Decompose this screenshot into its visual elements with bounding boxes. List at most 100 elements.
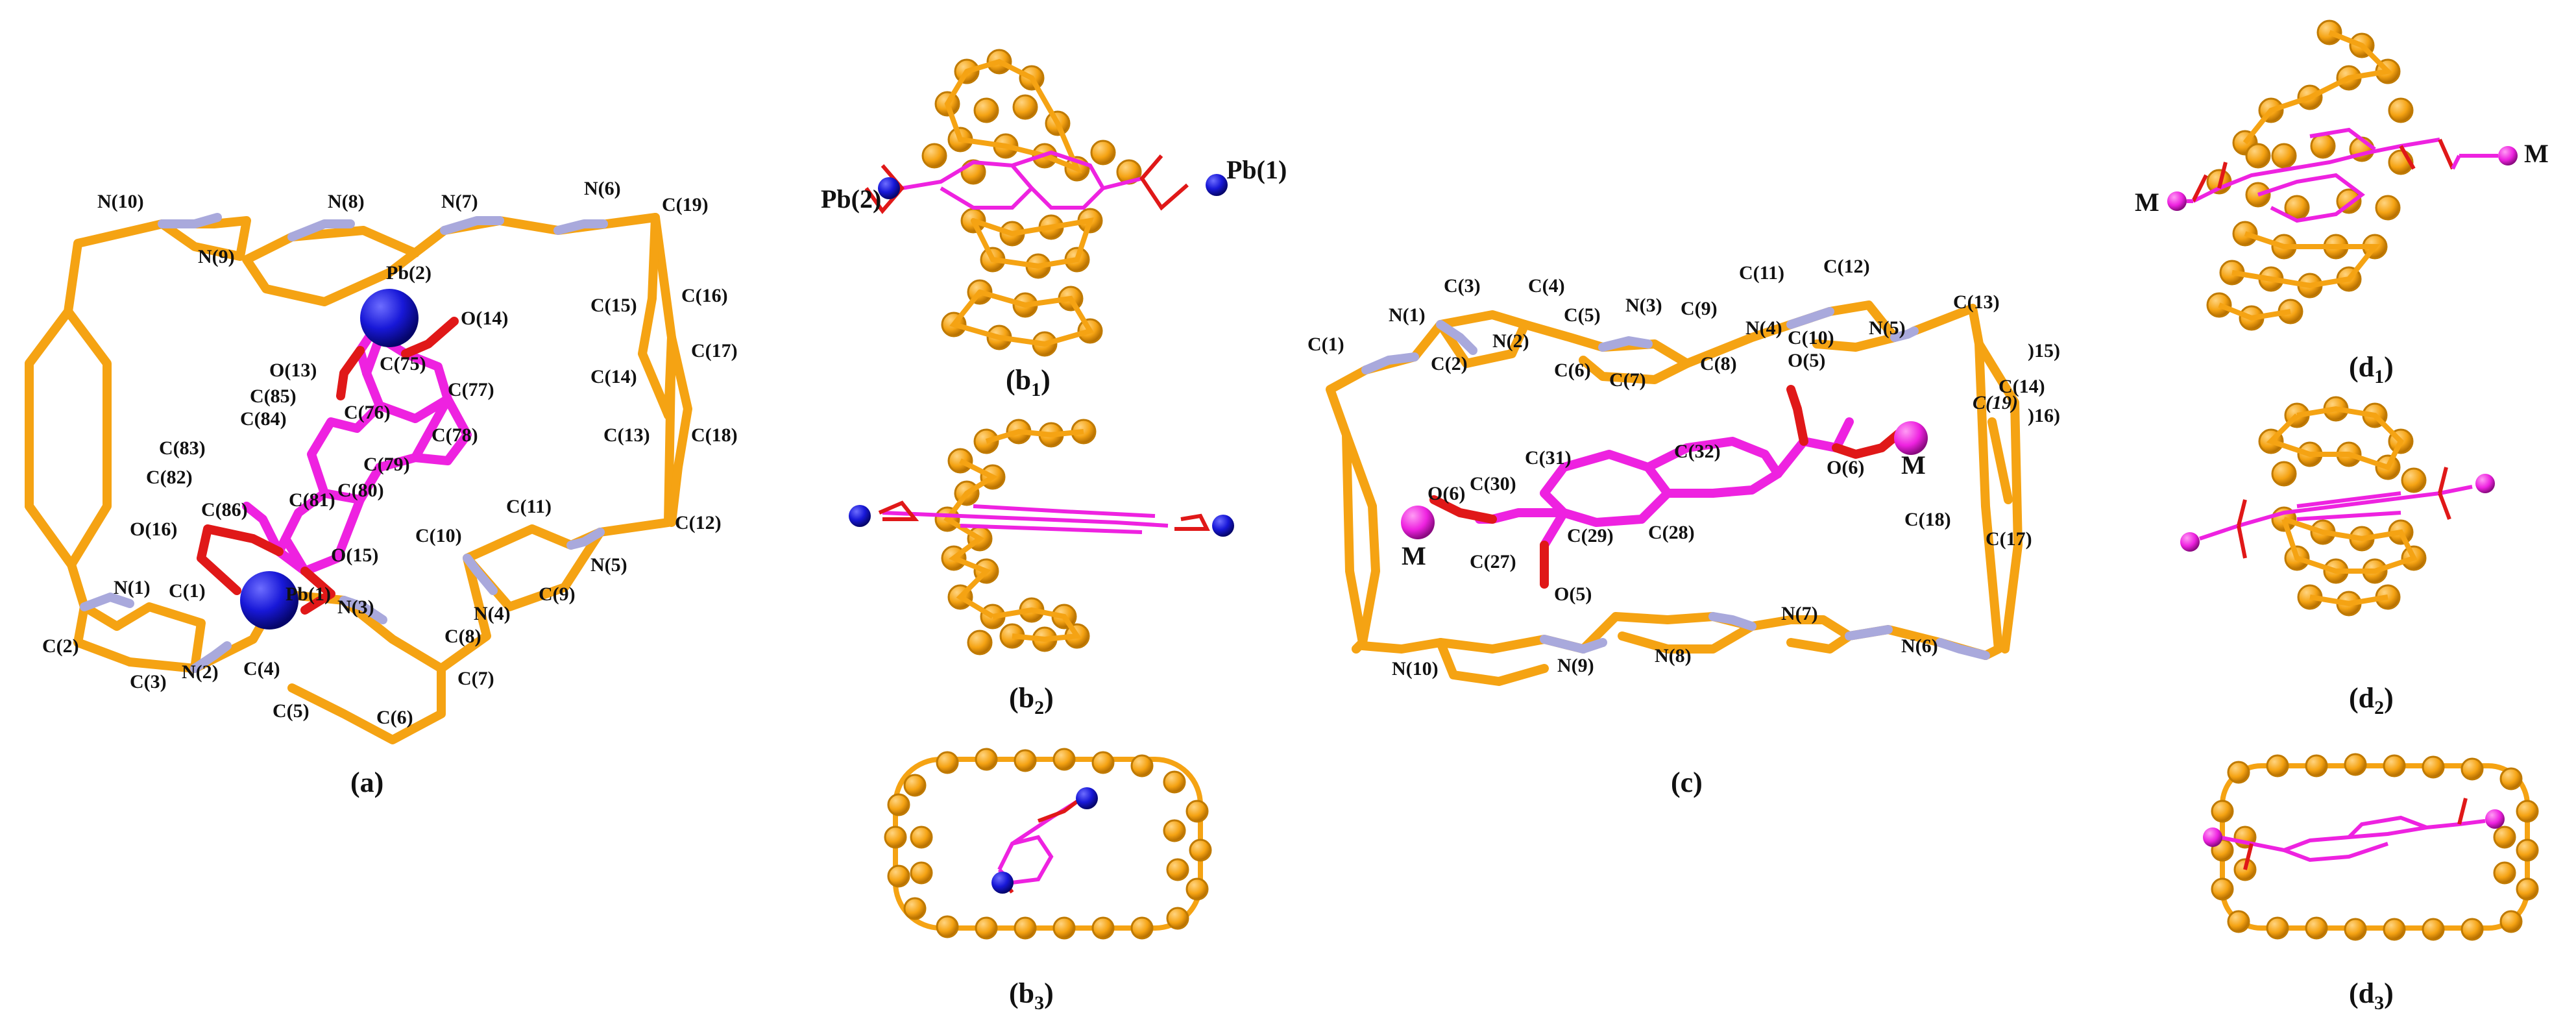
panel-a-nitrogen-atoms bbox=[80, 213, 608, 673]
label-a-c76: C(76) bbox=[344, 402, 391, 423]
label-a-c77: C(77) bbox=[448, 379, 494, 400]
label-a-c82: C(82) bbox=[146, 467, 193, 488]
panel-d2-structure bbox=[2180, 396, 2495, 617]
label-c-n2: N(2) bbox=[1492, 330, 1529, 352]
panel-b1-structure: Pb(2) Pb(1) bbox=[821, 49, 1287, 357]
label-a-c84: C(84) bbox=[240, 408, 287, 430]
pb2-atom bbox=[360, 289, 419, 347]
c-m-right bbox=[1894, 421, 1928, 455]
panel-label-d3: (d3) bbox=[2349, 977, 2394, 1014]
label-a-c13: C(13) bbox=[603, 424, 650, 446]
label-a-c12: C(12) bbox=[675, 512, 722, 533]
label-c-c9: C(9) bbox=[1681, 298, 1718, 319]
label-a-n2: N(2) bbox=[182, 661, 219, 683]
panel-a-macrocycle-carbon bbox=[25, 213, 692, 744]
label-a-c16: C(16) bbox=[681, 285, 728, 306]
panel-c-structure bbox=[1326, 300, 2023, 686]
label-c-c29: C(29) bbox=[1567, 525, 1614, 546]
label-a-c2: C(2) bbox=[42, 635, 79, 657]
label-a-c9: C(9) bbox=[539, 583, 576, 605]
label-c-c11: C(11) bbox=[1739, 262, 1784, 284]
label-a-c1: C(1) bbox=[169, 580, 206, 602]
label-a-c5: C(5) bbox=[273, 700, 310, 722]
label-a-n6: N(6) bbox=[584, 178, 621, 199]
label-c-c30: C(30) bbox=[1470, 473, 1516, 495]
label-a-c3: C(3) bbox=[130, 671, 167, 692]
label-a-c83: C(83) bbox=[159, 437, 206, 459]
label-a-c8: C(8) bbox=[444, 626, 481, 647]
label-a-n10: N(10) bbox=[97, 191, 144, 212]
label-c-c16: )16) bbox=[2028, 405, 2060, 426]
b1-pb1-atom bbox=[1206, 174, 1228, 196]
label-a-c7: C(7) bbox=[457, 668, 494, 689]
c-m-left bbox=[1401, 506, 1435, 539]
label-c-n6: N(6) bbox=[1901, 635, 1938, 657]
label-c-n1: N(1) bbox=[1389, 304, 1426, 326]
label-c-c7: C(7) bbox=[1609, 369, 1646, 391]
panel-b1-ligand bbox=[901, 150, 1143, 210]
panel-a-structure bbox=[25, 213, 692, 744]
b1-pb2-atom bbox=[878, 177, 900, 199]
panel-label-c: (c) bbox=[1671, 766, 1703, 798]
d1-m-left-label: M bbox=[2135, 188, 2159, 217]
pb1-atom bbox=[240, 571, 298, 630]
label-a-c19: C(19) bbox=[662, 194, 709, 215]
label-c-c32: C(32) bbox=[1674, 441, 1721, 462]
label-c-o5-bottom: O(5) bbox=[1554, 583, 1592, 605]
label-c-c15: )15) bbox=[2028, 340, 2060, 361]
c-m-left-label: M bbox=[1402, 541, 1426, 570]
label-c-c5: C(5) bbox=[1564, 304, 1601, 326]
label-c-n8: N(8) bbox=[1655, 645, 1692, 667]
label-c-c18: C(18) bbox=[1904, 509, 1951, 530]
label-c-n7: N(7) bbox=[1781, 603, 1818, 624]
c-m-right-label: M bbox=[1901, 450, 1926, 480]
label-c-c31: C(31) bbox=[1525, 447, 1572, 469]
label-c-c8: C(8) bbox=[1700, 353, 1737, 374]
label-c-o5-top: O(5) bbox=[1788, 350, 1825, 371]
label-c-c27: C(27) bbox=[1470, 551, 1516, 572]
label-a-o16: O(16) bbox=[130, 519, 177, 540]
panel-label-d1: (d1) bbox=[2349, 351, 2394, 387]
label-c-c28: C(28) bbox=[1648, 522, 1695, 543]
d1-m-right-label: M bbox=[2524, 139, 2549, 168]
label-a-c17: C(17) bbox=[691, 340, 738, 361]
panel-a-oxygen-atoms bbox=[197, 317, 459, 615]
label-c-c10: C(10) bbox=[1788, 327, 1834, 349]
label-c-n5: N(5) bbox=[1869, 317, 1906, 339]
label-a-c4: C(4) bbox=[243, 658, 280, 679]
panel-label-b3: (b3) bbox=[1009, 977, 1054, 1014]
panel-label-a: (a) bbox=[350, 766, 383, 798]
label-c-c3: C(3) bbox=[1444, 275, 1481, 297]
label-a-c15: C(15) bbox=[590, 295, 637, 316]
label-c-c19: C(19) bbox=[1973, 392, 2018, 413]
panel-label-b1: (b1) bbox=[1006, 364, 1051, 400]
label-a-c6: C(6) bbox=[376, 707, 413, 728]
label-c-n4: N(4) bbox=[1745, 317, 1782, 339]
label-c-o6-left: O(6) bbox=[1428, 483, 1465, 504]
label-c-n3: N(3) bbox=[1625, 295, 1662, 316]
label-a-n7: N(7) bbox=[441, 191, 478, 212]
label-c-c6: C(6) bbox=[1554, 360, 1591, 381]
label-a-c78: C(78) bbox=[431, 424, 478, 446]
panel-d1-structure: M M bbox=[2135, 19, 2549, 331]
panel-label-b2: (b2) bbox=[1009, 682, 1054, 718]
label-c-c1: C(1) bbox=[1307, 334, 1344, 355]
label-a-c85: C(85) bbox=[250, 386, 297, 407]
label-a-pb2: Pb(2) bbox=[386, 262, 431, 284]
label-a-n5: N(5) bbox=[590, 554, 627, 576]
label-a-n9: N(9) bbox=[198, 246, 235, 267]
label-c-c17: C(17) bbox=[1986, 528, 2032, 550]
label-a-c75: C(75) bbox=[380, 353, 426, 374]
label-a-n8: N(8) bbox=[328, 191, 365, 212]
label-c-c13: C(13) bbox=[1953, 291, 2000, 313]
label-a-n4: N(4) bbox=[474, 603, 511, 624]
label-c-n10: N(10) bbox=[1392, 658, 1439, 679]
panel-d3-structure bbox=[2203, 753, 2539, 941]
panel-c-atom-labels: C(3) C(4) C(11) C(12) N(1) C(5) N(3) C(9… bbox=[1307, 256, 2060, 679]
label-a-c86: C(86) bbox=[201, 499, 248, 520]
label-c-c2: C(2) bbox=[1431, 353, 1468, 374]
panel-a-atom-labels: N(10) N(9) N(8) N(7) N(6) C(19) Pb(2) O(… bbox=[42, 178, 738, 728]
label-a-c10: C(10) bbox=[415, 525, 462, 546]
label-a-c81: C(81) bbox=[289, 489, 335, 511]
